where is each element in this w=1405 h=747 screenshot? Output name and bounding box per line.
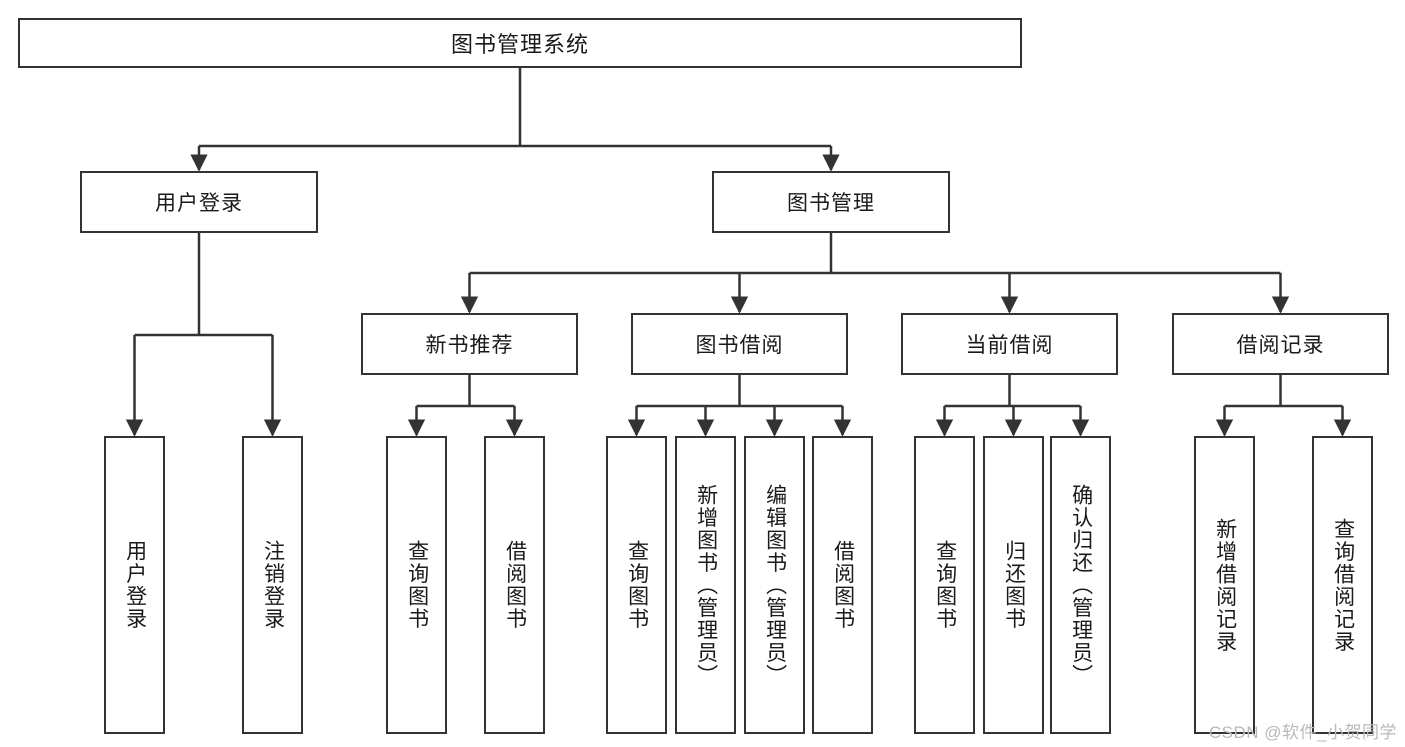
node-label: 用户登录 <box>155 192 243 215</box>
node-leaf-return-book[interactable]: 归还图书 <box>983 436 1044 734</box>
node-label: 确认归还（管理员） <box>1069 483 1093 687</box>
node-label: 当前借阅 <box>965 334 1054 357</box>
node-current-borrow[interactable]: 当前借阅 <box>901 313 1118 375</box>
node-user-login[interactable]: 用户登录 <box>80 171 318 233</box>
node-leaf-borrow-book[interactable]: 借阅图书 <box>812 436 873 734</box>
node-leaf-edit-book-admin[interactable]: 编辑图书（管理员） <box>744 436 805 734</box>
node-label: 查询图书 <box>405 540 429 630</box>
node-label: 查询借阅记录 <box>1331 517 1355 653</box>
node-leaf-query-book-rec[interactable]: 查询图书 <box>386 436 447 734</box>
node-leaf-query-book-borrow[interactable]: 查询图书 <box>606 436 667 734</box>
node-leaf-query-borrow-record[interactable]: 查询借阅记录 <box>1312 436 1373 734</box>
node-label: 归还图书 <box>1002 540 1026 630</box>
node-leaf-query-book-current[interactable]: 查询图书 <box>914 436 975 734</box>
node-label: 新增借阅记录 <box>1213 517 1237 653</box>
node-label: 图书借阅 <box>695 334 784 357</box>
node-book-borrow[interactable]: 图书借阅 <box>631 313 848 375</box>
node-label: 编辑图书（管理员） <box>763 483 787 687</box>
node-label: 借阅记录 <box>1236 334 1325 357</box>
node-leaf-add-book-admin[interactable]: 新增图书（管理员） <box>675 436 736 734</box>
node-label: 查询图书 <box>625 540 649 630</box>
node-leaf-confirm-return-admin[interactable]: 确认归还（管理员） <box>1050 436 1111 734</box>
node-leaf-add-borrow-record[interactable]: 新增借阅记录 <box>1194 436 1255 734</box>
node-borrow-record[interactable]: 借阅记录 <box>1172 313 1389 375</box>
node-label: 新增图书（管理员） <box>694 483 718 687</box>
node-label: 注销登录 <box>261 540 285 630</box>
node-leaf-user-login[interactable]: 用户登录 <box>104 436 165 734</box>
node-book-manage[interactable]: 图书管理 <box>712 171 950 233</box>
node-label: 新书推荐 <box>425 334 514 357</box>
node-leaf-borrow-book-rec[interactable]: 借阅图书 <box>484 436 545 734</box>
watermark-text: CSDN @软件_小贺同学 <box>1208 723 1397 742</box>
node-new-book-rec[interactable]: 新书推荐 <box>361 313 578 375</box>
node-label: 借阅图书 <box>831 540 855 630</box>
node-label: 图书管理 <box>787 192 875 215</box>
node-leaf-logout[interactable]: 注销登录 <box>242 436 303 734</box>
node-label: 用户登录 <box>123 540 147 630</box>
node-label: 借阅图书 <box>503 540 527 630</box>
node-label: 查询图书 <box>933 540 957 630</box>
node-root[interactable]: 图书管理系统 <box>18 18 1022 68</box>
node-label: 图书管理系统 <box>450 32 589 57</box>
